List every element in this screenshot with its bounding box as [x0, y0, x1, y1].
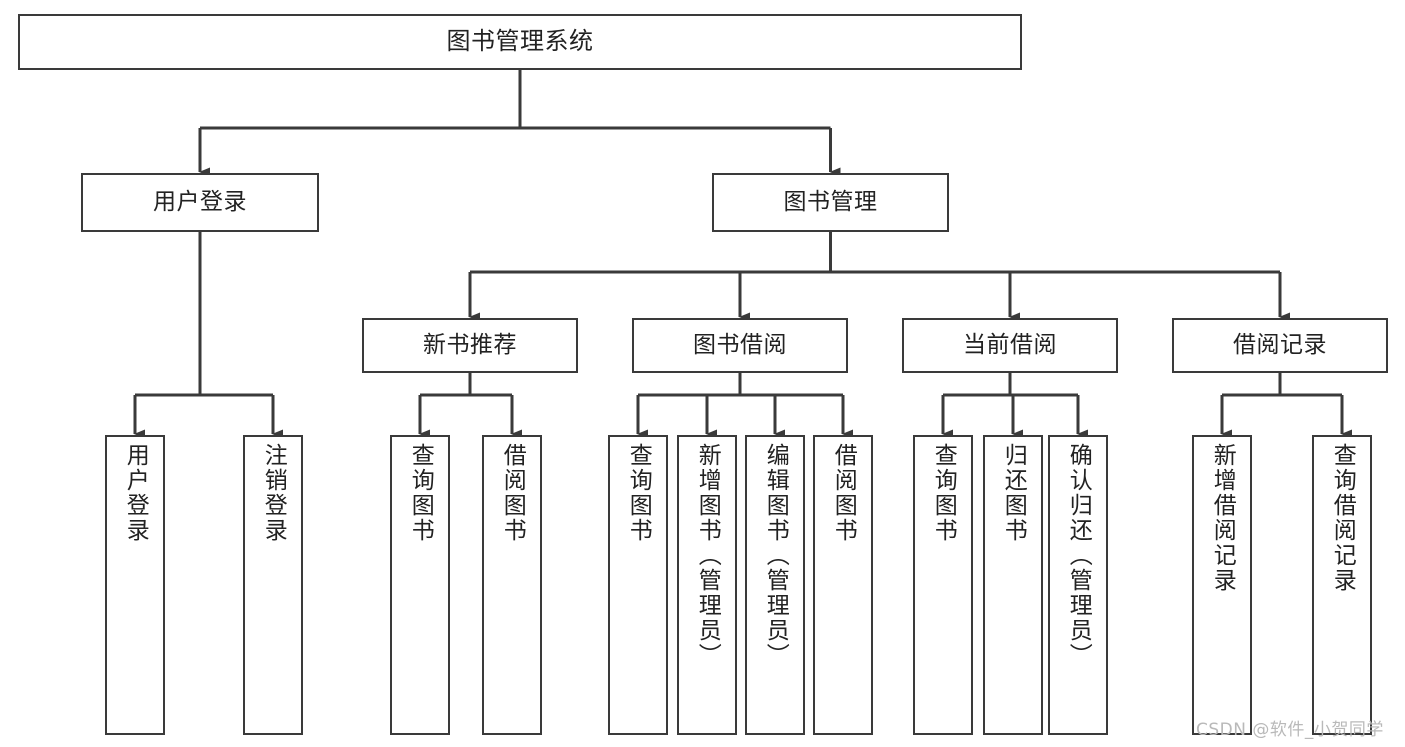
- node-label-leaf-query-book-3: 查询图书: [930, 443, 957, 543]
- node-leaf-edit-book[interactable]: 编辑图书（管理员）: [745, 435, 805, 735]
- node-leaf-query-book-2[interactable]: 查询图书: [608, 435, 668, 735]
- node-label-leaf-edit-book: 编辑图书（管理员）: [762, 443, 789, 668]
- node-label-leaf-logout: 注销登录: [260, 443, 287, 543]
- node-label-new-book-recommend: 新书推荐: [423, 332, 517, 359]
- node-label-leaf-borrow-book-1: 借阅图书: [499, 443, 526, 543]
- node-label-leaf-query-book-1: 查询图书: [407, 443, 434, 543]
- node-label-leaf-add-record: 新增借阅记录: [1209, 443, 1236, 593]
- node-leaf-borrow-book-1[interactable]: 借阅图书: [482, 435, 542, 735]
- node-leaf-return-book[interactable]: 归还图书: [983, 435, 1043, 735]
- node-label-leaf-add-book: 新增图书（管理员）: [694, 443, 721, 668]
- node-leaf-logout[interactable]: 注销登录: [243, 435, 303, 735]
- node-label-borrow-record: 借阅记录: [1233, 332, 1327, 359]
- node-leaf-query-record[interactable]: 查询借阅记录: [1312, 435, 1372, 735]
- node-label-leaf-query-record: 查询借阅记录: [1329, 443, 1356, 593]
- node-leaf-query-book-1[interactable]: 查询图书: [390, 435, 450, 735]
- node-user-login[interactable]: 用户登录: [81, 173, 319, 232]
- node-leaf-query-book-3[interactable]: 查询图书: [913, 435, 973, 735]
- node-label-book-borrow: 图书借阅: [693, 332, 787, 359]
- node-book-management[interactable]: 图书管理: [712, 173, 949, 232]
- node-label-leaf-user-login: 用户登录: [122, 443, 149, 543]
- watermark-csdn: CSDN @软件_小贺同学: [1196, 720, 1384, 740]
- node-label-root: 图书管理系统: [446, 27, 594, 56]
- node-leaf-user-login[interactable]: 用户登录: [105, 435, 165, 735]
- node-book-borrow[interactable]: 图书借阅: [632, 318, 848, 373]
- node-root[interactable]: 图书管理系统: [18, 14, 1022, 70]
- node-label-leaf-confirm-return: 确认归还（管理员）: [1065, 443, 1092, 668]
- node-leaf-add-book[interactable]: 新增图书（管理员）: [677, 435, 737, 735]
- node-borrow-record[interactable]: 借阅记录: [1172, 318, 1388, 373]
- node-leaf-confirm-return[interactable]: 确认归还（管理员）: [1048, 435, 1108, 735]
- node-label-user-login: 用户登录: [153, 189, 247, 216]
- node-label-book-management: 图书管理: [783, 189, 878, 216]
- node-label-leaf-query-book-2: 查询图书: [625, 443, 652, 543]
- node-label-leaf-borrow-book-2: 借阅图书: [830, 443, 857, 543]
- node-leaf-add-record[interactable]: 新增借阅记录: [1192, 435, 1252, 735]
- node-new-book-recommend[interactable]: 新书推荐: [362, 318, 578, 373]
- node-label-current-borrow: 当前借阅: [963, 332, 1057, 359]
- node-leaf-borrow-book-2[interactable]: 借阅图书: [813, 435, 873, 735]
- node-current-borrow[interactable]: 当前借阅: [902, 318, 1118, 373]
- node-label-leaf-return-book: 归还图书: [1000, 443, 1027, 543]
